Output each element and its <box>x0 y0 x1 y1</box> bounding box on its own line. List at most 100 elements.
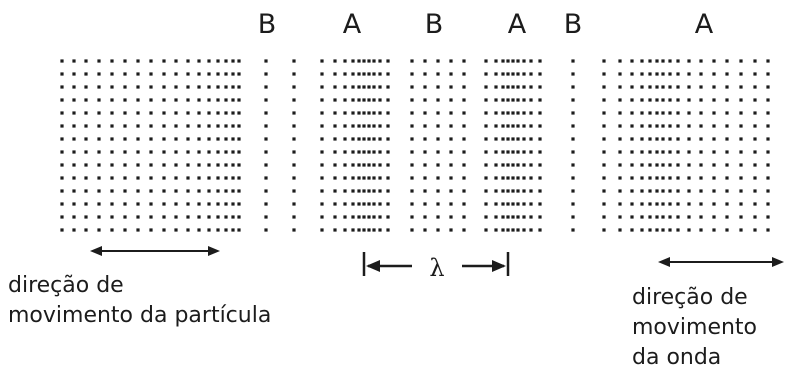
particle-dot <box>136 228 139 231</box>
particle-dot <box>136 72 139 75</box>
particle-dot <box>501 124 504 127</box>
particle-dot <box>501 228 504 231</box>
particle-dot <box>648 176 651 179</box>
particle-dot <box>423 228 426 231</box>
particle-dot <box>494 124 497 127</box>
particle-dot <box>197 163 200 166</box>
particle-dot <box>522 111 525 114</box>
particle-dot <box>516 98 519 101</box>
particle-dot <box>60 124 63 127</box>
particle-dot <box>149 59 152 62</box>
particle-dot <box>462 111 465 114</box>
particle-dot <box>484 137 487 140</box>
particle-dot <box>516 189 519 192</box>
particle-dot <box>739 59 742 62</box>
particle-dot <box>618 215 621 218</box>
particle-dot <box>357 111 360 114</box>
particle-dot <box>84 59 87 62</box>
particle-dot <box>538 59 541 62</box>
particle-dot <box>687 163 690 166</box>
particle-dot <box>149 163 152 166</box>
particle-dot <box>602 98 605 101</box>
particle-dot <box>494 215 497 218</box>
wave-caption-line-3: da onda <box>632 343 757 373</box>
particle-dot <box>237 137 240 140</box>
particle-dot <box>84 111 87 114</box>
particle-dot <box>753 111 756 114</box>
particle-dot <box>224 163 227 166</box>
particle-dot <box>571 215 574 218</box>
particle-dot <box>410 228 413 231</box>
particle-dot <box>231 228 234 231</box>
particle-dot <box>687 59 690 62</box>
particle-dot <box>207 85 210 88</box>
particle-dot <box>602 85 605 88</box>
particle-dot <box>423 59 426 62</box>
particle-dot <box>149 176 152 179</box>
particle-dot <box>136 137 139 140</box>
particle-dot <box>343 59 346 62</box>
particle-dot <box>343 189 346 192</box>
particle-dot <box>766 163 769 166</box>
particle-dot <box>84 124 87 127</box>
label-rarefaction-3: B <box>564 10 583 40</box>
particle-dot <box>648 59 651 62</box>
particle-dot <box>529 176 532 179</box>
particle-dot <box>386 202 389 205</box>
particle-dot <box>136 85 139 88</box>
particle-dot <box>529 98 532 101</box>
particle-dot <box>123 124 126 127</box>
particle-dot <box>136 124 139 127</box>
particle-dot <box>123 72 126 75</box>
particle-dot <box>668 72 671 75</box>
particle-dot <box>522 59 525 62</box>
particle-dot <box>351 189 354 192</box>
particle-dot <box>174 150 177 153</box>
particle-dot <box>351 163 354 166</box>
particle-dot <box>640 85 643 88</box>
particle-dot <box>571 228 574 231</box>
particle-dot <box>501 202 504 205</box>
particle-dot <box>462 124 465 127</box>
particle-dots <box>60 59 769 231</box>
particle-dot <box>655 137 658 140</box>
particle-dot <box>207 228 210 231</box>
particle-dot <box>699 85 702 88</box>
particle-dot <box>506 124 509 127</box>
particle-dot <box>571 85 574 88</box>
particle-dot <box>462 163 465 166</box>
particle-dot <box>516 202 519 205</box>
particle-dot <box>655 124 658 127</box>
particle-dot <box>264 85 267 88</box>
particle-dot <box>506 111 509 114</box>
particle-dot <box>538 176 541 179</box>
particle-dot <box>292 163 295 166</box>
particle-dot <box>571 189 574 192</box>
particle-dot <box>484 98 487 101</box>
particle-dot <box>162 202 165 205</box>
particle-dot <box>753 215 756 218</box>
particle-dot <box>72 150 75 153</box>
particle-dot <box>292 72 295 75</box>
particle-dot <box>84 163 87 166</box>
particle-dot <box>174 59 177 62</box>
particle-dot <box>186 98 189 101</box>
particle-dot <box>84 98 87 101</box>
particle-dot <box>449 85 452 88</box>
particle-dot <box>529 137 532 140</box>
particle-dot <box>97 163 100 166</box>
particle-dot <box>186 137 189 140</box>
particle-dot <box>699 72 702 75</box>
particle-dot <box>529 163 532 166</box>
particle-dot <box>618 228 621 231</box>
particle-dot <box>436 59 439 62</box>
particle-dot <box>449 150 452 153</box>
particle-dot <box>725 124 728 127</box>
particle-dot <box>484 189 487 192</box>
particle-dot <box>484 176 487 179</box>
particle-dot <box>630 228 633 231</box>
particle-dot <box>618 150 621 153</box>
particle-dot <box>320 59 323 62</box>
particle-dot <box>766 189 769 192</box>
particle-dot <box>522 215 525 218</box>
